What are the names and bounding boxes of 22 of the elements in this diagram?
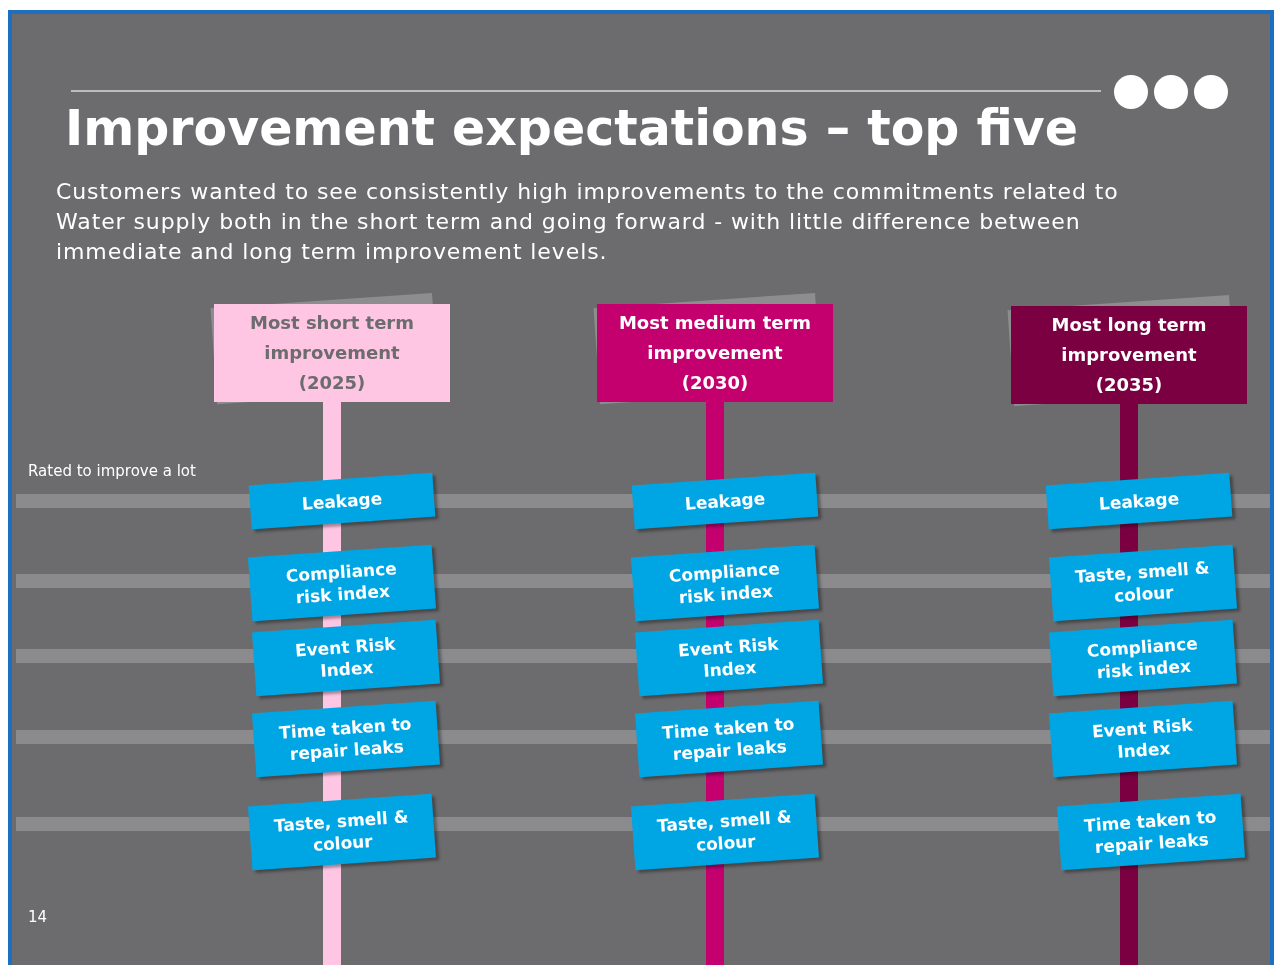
item-tag: Leakage bbox=[1045, 472, 1233, 530]
item-tag: Event Risk Index bbox=[1049, 700, 1237, 778]
header-sign: Most short term improvement (2025) bbox=[214, 304, 450, 402]
page-number: 14 bbox=[28, 908, 48, 926]
item-tag: Taste, smell & colour bbox=[1049, 544, 1237, 622]
item-tag: Compliance risk index bbox=[1049, 619, 1237, 697]
item-tag: Compliance risk index bbox=[248, 544, 436, 622]
item-tag: Taste, smell & colour bbox=[248, 793, 436, 871]
slide-title: Improvement expectations – top five bbox=[65, 100, 1078, 157]
item-tag: Time taken to repair leaks bbox=[252, 700, 440, 778]
item-tag: Leakage bbox=[631, 472, 819, 530]
item-tag: Taste, smell & colour bbox=[631, 793, 819, 871]
item-tag: Time taken to repair leaks bbox=[635, 700, 823, 778]
item-tag: Compliance risk index bbox=[631, 544, 819, 622]
item-tag: Time taken to repair leaks bbox=[1057, 793, 1245, 871]
intro-paragraph: Customers wanted to see consistently high improvements to the commitments related to Water supply both in the short term and going forward - with little difference between immediate and long term improvement levels. bbox=[56, 178, 1120, 266]
item-tag: Leakage bbox=[248, 472, 436, 530]
item-tag: Event Risk Index bbox=[252, 619, 440, 697]
header-sign: Most medium term improvement (2030) bbox=[597, 304, 833, 402]
axis-note: Rated to improve a lot bbox=[28, 462, 196, 480]
header-sign: Most long term improvement (2035) bbox=[1011, 306, 1247, 404]
item-tag: Event Risk Index bbox=[635, 619, 823, 697]
